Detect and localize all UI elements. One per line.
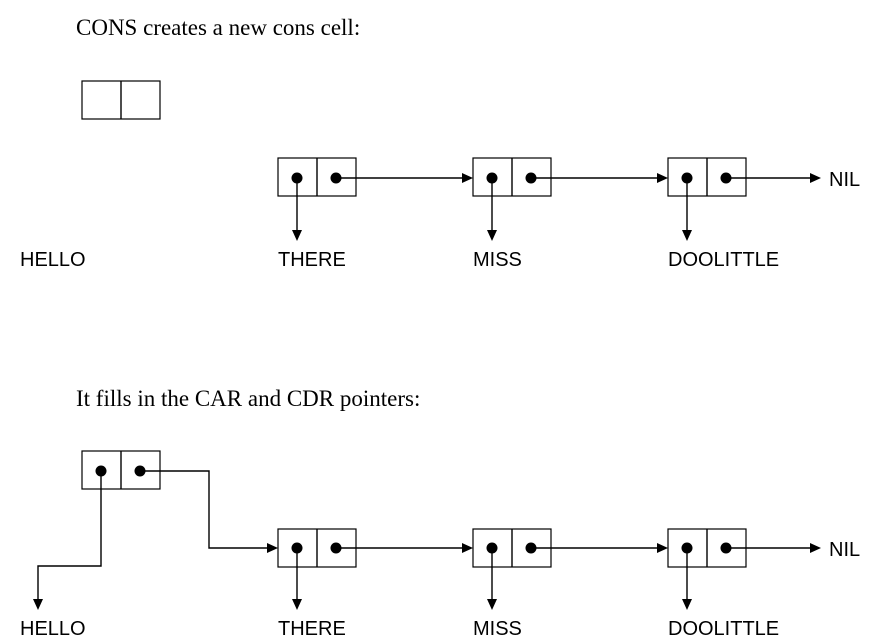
arrowhead xyxy=(487,230,497,241)
arrowhead xyxy=(682,230,692,241)
arrowhead xyxy=(657,543,668,553)
symbol-nil: NIL xyxy=(829,539,860,561)
new-cell-car-arrow xyxy=(33,471,102,610)
cons-cell-miss xyxy=(472,157,552,197)
panel-2-caption: It fills in the CAR and CDR pointers: xyxy=(76,386,420,411)
car-arrows xyxy=(292,548,692,610)
new-cell-cdr-arrow xyxy=(140,470,278,553)
arrowhead xyxy=(810,543,821,553)
car-arrows xyxy=(292,178,692,241)
symbol-miss: MISS xyxy=(473,249,522,271)
panel-2: It fills in the CAR and CDR pointers: xyxy=(20,386,860,640)
cdr-arrows xyxy=(336,543,821,553)
symbol-miss: MISS xyxy=(473,618,522,640)
panel-1-caption: CONS creates a new cons cell: xyxy=(76,15,360,40)
cons-cell-doolittle xyxy=(667,157,747,197)
arrowhead xyxy=(682,599,692,610)
new-filled-cons-cell xyxy=(81,450,161,490)
symbol-hello: HELLO xyxy=(20,618,86,640)
symbol-there: THERE xyxy=(278,249,346,271)
arrowhead xyxy=(292,230,302,241)
symbol-there: THERE xyxy=(278,618,346,640)
symbol-hello: HELLO xyxy=(20,249,86,271)
arrowhead xyxy=(462,173,473,183)
arrowhead xyxy=(292,599,302,610)
panel-1: CONS creates a new cons cell: xyxy=(20,15,860,271)
cdr-arrows xyxy=(336,173,821,183)
arrowhead xyxy=(487,599,497,610)
arrowhead xyxy=(33,599,43,610)
arrowhead xyxy=(462,543,473,553)
arrowhead xyxy=(267,543,278,553)
symbol-doolittle: DOOLITTLE xyxy=(668,249,779,271)
new-empty-cons-cell xyxy=(81,80,161,120)
cons-cell-there xyxy=(277,157,357,197)
arrowhead xyxy=(657,173,668,183)
symbol-nil: NIL xyxy=(829,169,860,191)
symbol-doolittle: DOOLITTLE xyxy=(668,618,779,640)
arrowhead xyxy=(810,173,821,183)
